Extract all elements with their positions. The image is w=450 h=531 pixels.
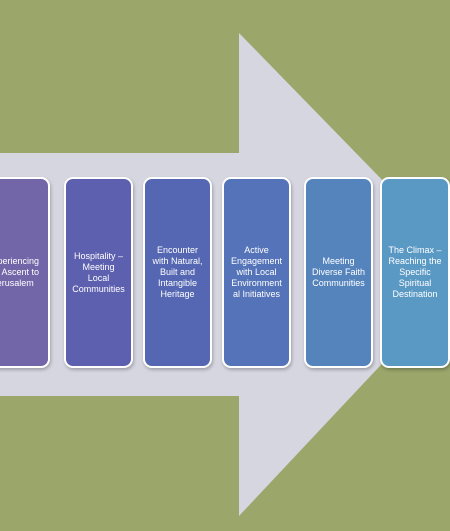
step-label-6: The Climax – Reaching the Specific Spiri… [388,245,442,299]
step-card-6: The Climax – Reaching the Specific Spiri… [380,177,450,368]
step-label-3: Encounter with Natural, Built and Intang… [152,245,203,299]
step-label-2: Hospitality – Meeting Local Communities [72,250,125,294]
step-card-2: Hospitality – Meeting Local Communities [64,177,133,368]
step-card-5: Meeting Diverse Faith Communities [304,177,373,368]
step-label-1: Experiencing the Ascent to Jerusalem [0,256,40,288]
step-label-5: Meeting Diverse Faith Communities [311,256,365,288]
step-card-3: Encounter with Natural, Built and Intang… [143,177,212,368]
step-label-4: Active Engagement with Local Environment… [230,245,283,299]
step-card-1: Experiencing the Ascent to Jerusalem [0,177,50,368]
step-card-4: Active Engagement with Local Environment… [222,177,291,368]
